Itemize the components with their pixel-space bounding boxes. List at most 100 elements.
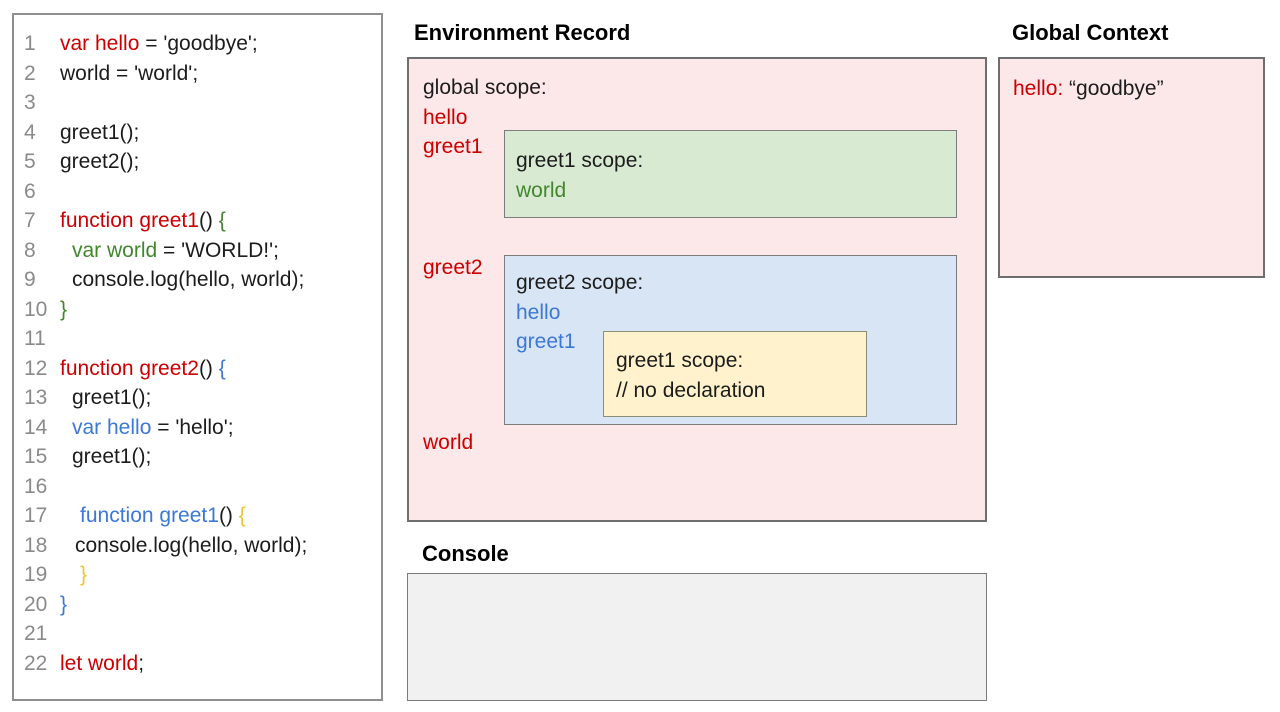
code-lines: 1 var hello = 'goodbye'; 2 world = 'world';… xyxy=(24,29,377,678)
code-line: 10} xyxy=(24,295,377,325)
code-token: var hello xyxy=(60,32,140,55)
line-number: 13 xyxy=(24,386,48,409)
code-token: = 'WORLD!'; xyxy=(157,238,279,262)
code-text: greet1(); xyxy=(60,442,377,472)
line-number: 16 xyxy=(24,474,48,498)
code-token: console.log(hello, world); xyxy=(75,533,308,557)
code-line: 2 world = 'world'; xyxy=(24,59,377,89)
code-text: var hello = 'hello'; xyxy=(60,413,377,443)
code-line: 4 greet1(); xyxy=(24,118,377,148)
code-text xyxy=(60,619,377,649)
code-token: greet2(); xyxy=(60,150,140,173)
global-context-box: hello: “goodbye” xyxy=(998,57,1265,278)
code-line: 21 xyxy=(24,619,377,649)
line-number: 11 xyxy=(24,327,46,350)
line-number: 22 xyxy=(24,651,48,675)
code-text: greet1(); xyxy=(60,118,377,148)
global-context-entry: hello: “goodbye” xyxy=(1013,74,1263,104)
code-line: 15 greet1(); xyxy=(24,442,377,472)
line-number: 18 xyxy=(24,533,48,557)
code-token: function greet1 xyxy=(80,504,219,527)
line-number: 14 xyxy=(24,415,48,439)
code-line: 13 greet1(); xyxy=(24,383,377,413)
global-context-entry-value: “goodbye” xyxy=(1069,77,1164,100)
code-token: } xyxy=(60,592,68,616)
code-text xyxy=(60,177,377,207)
code-token: function greet2 xyxy=(60,356,199,380)
line-number: 2 xyxy=(24,61,36,85)
code-text: var hello = 'goodbye'; xyxy=(60,29,377,59)
console-title: Console xyxy=(422,541,509,566)
line-number: 1 xyxy=(24,32,36,55)
code-token: ; xyxy=(138,651,145,675)
global-scope-label: global scope: xyxy=(423,76,547,99)
code-line: 6 xyxy=(24,177,377,207)
code-text: function greet1() { xyxy=(60,501,377,531)
line-number: 3 xyxy=(24,91,36,114)
greet1-scope-var-world: world xyxy=(516,178,567,202)
code-text: let world; xyxy=(60,649,377,679)
code-token: } xyxy=(80,563,88,586)
code-text: console.log(hello, world); xyxy=(60,531,377,561)
code-token: { xyxy=(218,209,226,232)
code-token: greet1(); xyxy=(60,120,140,144)
global-scope-var-greet2: greet2 xyxy=(423,256,483,279)
code-token: = 'hello'; xyxy=(151,415,234,439)
greet2-scope-var-greet1: greet1 xyxy=(516,330,576,353)
global-scope-var-greet1: greet1 xyxy=(423,135,483,158)
line-number: 8 xyxy=(24,238,36,262)
code-line: 7 function greet1() { xyxy=(24,206,377,236)
line-number: 7 xyxy=(24,209,36,232)
code-text: console.log(hello, world); xyxy=(60,265,377,295)
code-line: 17 function greet1() { xyxy=(24,501,377,531)
code-line: 16 xyxy=(24,472,377,502)
code-token: { xyxy=(218,356,226,380)
code-line: 11 xyxy=(24,324,377,354)
code-panel: 1 var hello = 'goodbye'; 2 world = 'world';… xyxy=(12,13,383,701)
code-line: 1 var hello = 'goodbye'; xyxy=(24,29,377,59)
environment-record-title: Environment Record xyxy=(414,20,631,45)
code-token: { xyxy=(238,504,246,527)
global-context-title: Global Context xyxy=(1012,20,1169,45)
line-number: 20 xyxy=(24,592,48,616)
code-line: 20} xyxy=(24,590,377,620)
line-number: 10 xyxy=(24,297,48,321)
code-token: function greet1 xyxy=(60,209,199,232)
line-number: 17 xyxy=(24,504,48,527)
code-text: } xyxy=(60,560,377,590)
nested-greet1-scope-label: greet1 scope: xyxy=(616,349,744,372)
global-context-entry-key: hello: xyxy=(1013,77,1064,100)
global-scope-var-world: world xyxy=(423,431,474,454)
code-token: () xyxy=(198,356,219,380)
code-text: greet1(); xyxy=(60,383,377,413)
line-number: 19 xyxy=(24,563,48,586)
code-line: 22 let world; xyxy=(24,649,377,679)
code-text xyxy=(60,472,377,502)
code-text: function greet1() { xyxy=(60,206,377,236)
code-text: var world = 'WORLD!'; xyxy=(60,236,377,266)
code-token: greet1(); xyxy=(72,386,152,409)
line-number: 4 xyxy=(24,120,36,144)
code-token: () xyxy=(198,209,219,232)
code-text xyxy=(60,324,377,354)
line-number: 6 xyxy=(24,179,36,203)
code-text xyxy=(60,88,377,118)
code-line: 3 xyxy=(24,88,377,118)
nested-greet1-scope-box: greet1 scope: // no declaration xyxy=(603,331,867,417)
code-token: var world xyxy=(72,238,158,262)
line-number: 15 xyxy=(24,445,48,468)
code-token: console.log(hello, world); xyxy=(72,268,305,291)
code-line: 8 var world = 'WORLD!'; xyxy=(24,236,377,266)
code-text: } xyxy=(60,590,377,620)
greet2-scope-label: greet2 scope: xyxy=(516,271,644,294)
code-token: = 'goodbye'; xyxy=(139,32,258,55)
code-token: greet1(); xyxy=(72,445,152,468)
code-text: world = 'world'; xyxy=(60,59,377,89)
global-scope-box: global scope: hello greet1 greet2 world … xyxy=(407,57,987,522)
code-text: function greet2() { xyxy=(60,354,377,384)
code-token: var hello xyxy=(72,415,152,439)
